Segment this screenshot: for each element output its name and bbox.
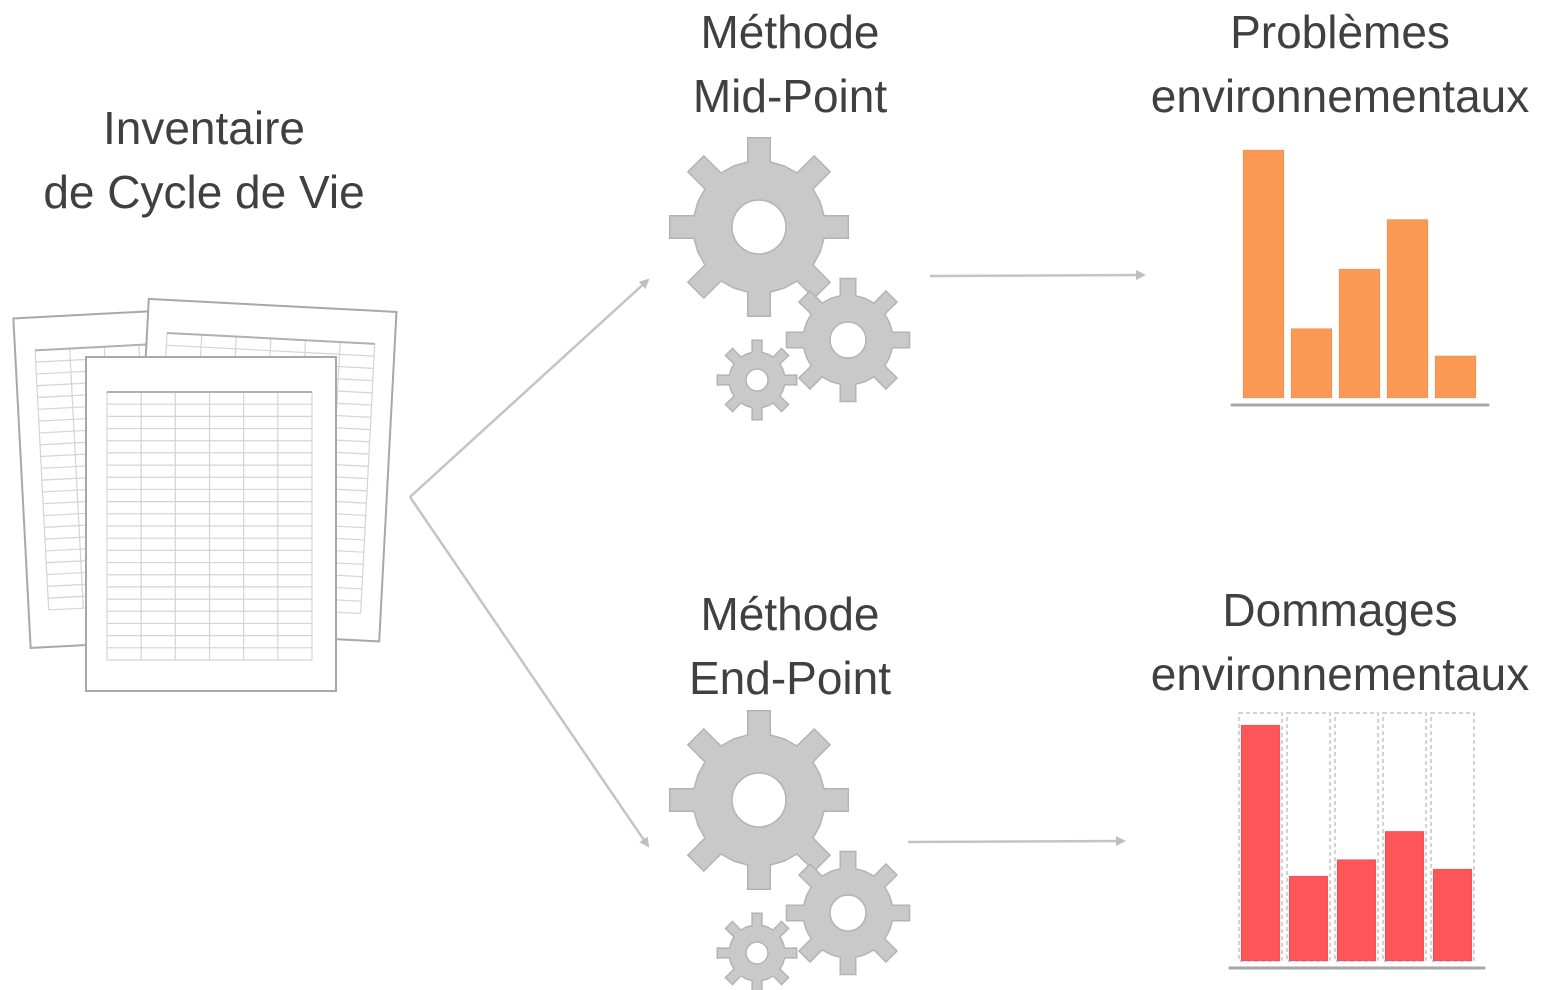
arrow-to-endpoint — [408, 496, 650, 848]
endpoint-label-line2: End-Point — [688, 652, 891, 704]
flow-arrows — [408, 270, 1146, 848]
arrow-midpoint-to-problems — [929, 270, 1146, 281]
arrow-to-midpoint — [409, 278, 650, 498]
chart-bar — [1336, 859, 1377, 962]
chart-bar — [1290, 328, 1333, 399]
arrow-endpoint-to-damages — [907, 836, 1126, 847]
problems-bar-chart — [1230, 149, 1490, 407]
bar-max-outline — [1382, 712, 1427, 962]
bar-max-outline — [1238, 712, 1283, 962]
chart-bar — [1386, 218, 1429, 399]
damages-label-line2: environnementaux — [1150, 648, 1530, 700]
damages-bar-chart — [1228, 712, 1486, 970]
midpoint-method-label: Méthode Mid-Point — [640, 0, 940, 128]
front-sheet — [85, 356, 337, 692]
midpoint-label-line1: Méthode — [700, 6, 880, 58]
small-gear-icon — [716, 339, 798, 421]
large-gear-icon — [668, 136, 850, 318]
small-gear-icon — [716, 912, 798, 990]
damages-label-line1: Dommages — [1222, 584, 1458, 636]
bar-max-outline — [1334, 712, 1379, 962]
chart-bar — [1242, 149, 1285, 399]
inventory-label: Inventaire de Cycle de Vie — [4, 96, 404, 224]
chart-bar — [1432, 868, 1473, 962]
bar-max-outline — [1286, 712, 1331, 962]
spreadsheet-documents-icon — [12, 297, 398, 692]
damages-label: Dommages environnementaux — [1110, 578, 1552, 706]
problems-label: Problèmes environnementaux — [1110, 0, 1552, 128]
medium-gear-icon — [785, 850, 911, 976]
inventory-label-line1: Inventaire — [102, 102, 305, 154]
endpoint-gears-icon — [668, 709, 911, 990]
large-gear-icon — [668, 709, 850, 891]
midpoint-gears-icon — [668, 136, 911, 421]
problems-label-line1: Problèmes — [1230, 6, 1450, 58]
medium-gear-icon — [785, 277, 911, 403]
inventory-label-line2: de Cycle de Vie — [43, 166, 365, 218]
chart-bar — [1288, 875, 1329, 962]
chart-bar — [1434, 355, 1477, 399]
midpoint-label-line2: Mid-Point — [692, 70, 888, 122]
bar-max-outline — [1430, 712, 1475, 962]
chart-bar — [1338, 268, 1381, 399]
endpoint-method-label: Méthode End-Point — [640, 582, 940, 710]
chart-bar — [1384, 830, 1425, 962]
chart-bar — [1240, 724, 1281, 962]
problems-label-line2: environnementaux — [1150, 70, 1530, 122]
endpoint-label-line1: Méthode — [700, 588, 880, 640]
